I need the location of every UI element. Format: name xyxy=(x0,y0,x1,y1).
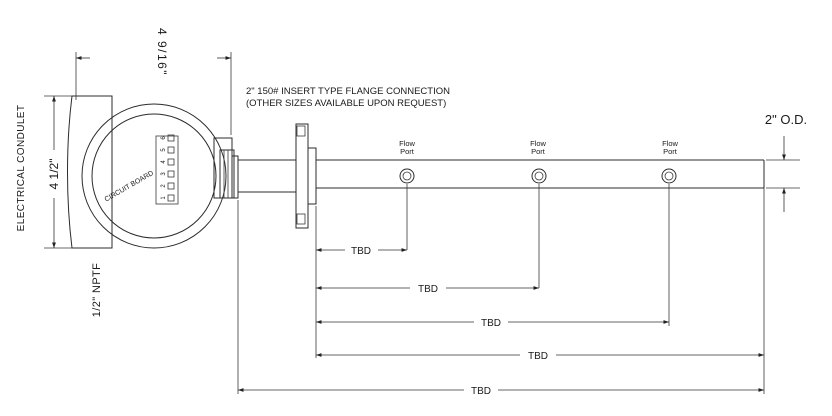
circuit-board: CIRCUIT BOARD 1 2 3 4 5 6 xyxy=(104,134,179,205)
dimension-tbd-5-label: TBD xyxy=(471,386,491,397)
height-dimension-label: 4 1/2" xyxy=(47,159,61,190)
flow-port-2: Flow Port xyxy=(530,139,547,184)
probe-tube xyxy=(316,159,765,189)
dimension-tbd-2: TBD xyxy=(316,284,539,295)
height-dimension: 4 1/2" xyxy=(44,95,84,249)
flow-port-1-line2: Port xyxy=(400,147,415,156)
od-label: 2" O.D. xyxy=(765,112,807,127)
depth-dimension: 4 9/16" xyxy=(75,28,232,135)
dimension-tbd-4-label: TBD xyxy=(528,351,548,362)
dimension-tbd-4: TBD xyxy=(316,351,764,362)
terminal-5: 5 xyxy=(161,148,167,152)
flow-port-1: Flow Port xyxy=(399,139,415,184)
flow-port-1-line1: Flow xyxy=(399,139,415,148)
nptf-label: 1/2" NPTF xyxy=(91,263,103,318)
flow-port-3: Flow Port xyxy=(661,139,678,184)
terminal-2: 2 xyxy=(161,184,167,188)
terminal-4: 4 xyxy=(161,160,167,164)
depth-dimension-label: 4 9/16" xyxy=(155,28,169,76)
dimension-tbd-3: TBD xyxy=(316,318,669,329)
electrical-condulet-label: ELECTRICAL CONDULET xyxy=(16,105,27,232)
od-dimension: 2" O.D. xyxy=(765,112,807,212)
terminal-6: 6 xyxy=(161,136,167,140)
extension-lines xyxy=(237,184,765,394)
neck-tube xyxy=(238,159,296,193)
flange xyxy=(295,123,317,229)
dimension-tbd-1-label: TBD xyxy=(351,246,371,257)
dimension-tbd-5: TBD xyxy=(238,386,764,397)
flange-note-line2: (OTHER SIZES AVAILABLE UPON REQUEST) xyxy=(246,98,446,109)
flow-port-2-line1: Flow xyxy=(530,139,546,148)
dimension-tbd-2-label: TBD xyxy=(418,284,438,295)
terminal-block: 1 2 3 4 5 6 xyxy=(155,134,179,205)
flow-port-3-line2: Port xyxy=(663,147,678,156)
dimension-tbd-3-label: TBD xyxy=(481,318,501,329)
condulet-housing xyxy=(67,95,227,249)
dimension-tbd-1: TBD xyxy=(316,246,407,257)
flow-port-3-line1: Flow xyxy=(662,139,678,148)
threaded-fitting xyxy=(213,137,239,199)
circuit-board-label: CIRCUIT BOARD xyxy=(104,170,155,204)
terminal-3: 3 xyxy=(161,172,167,176)
flange-note-line1: 2" 150# INSERT TYPE FLANGE CONNECTION xyxy=(246,86,450,97)
terminal-1: 1 xyxy=(161,196,167,200)
flow-port-2-line2: Port xyxy=(531,147,546,156)
